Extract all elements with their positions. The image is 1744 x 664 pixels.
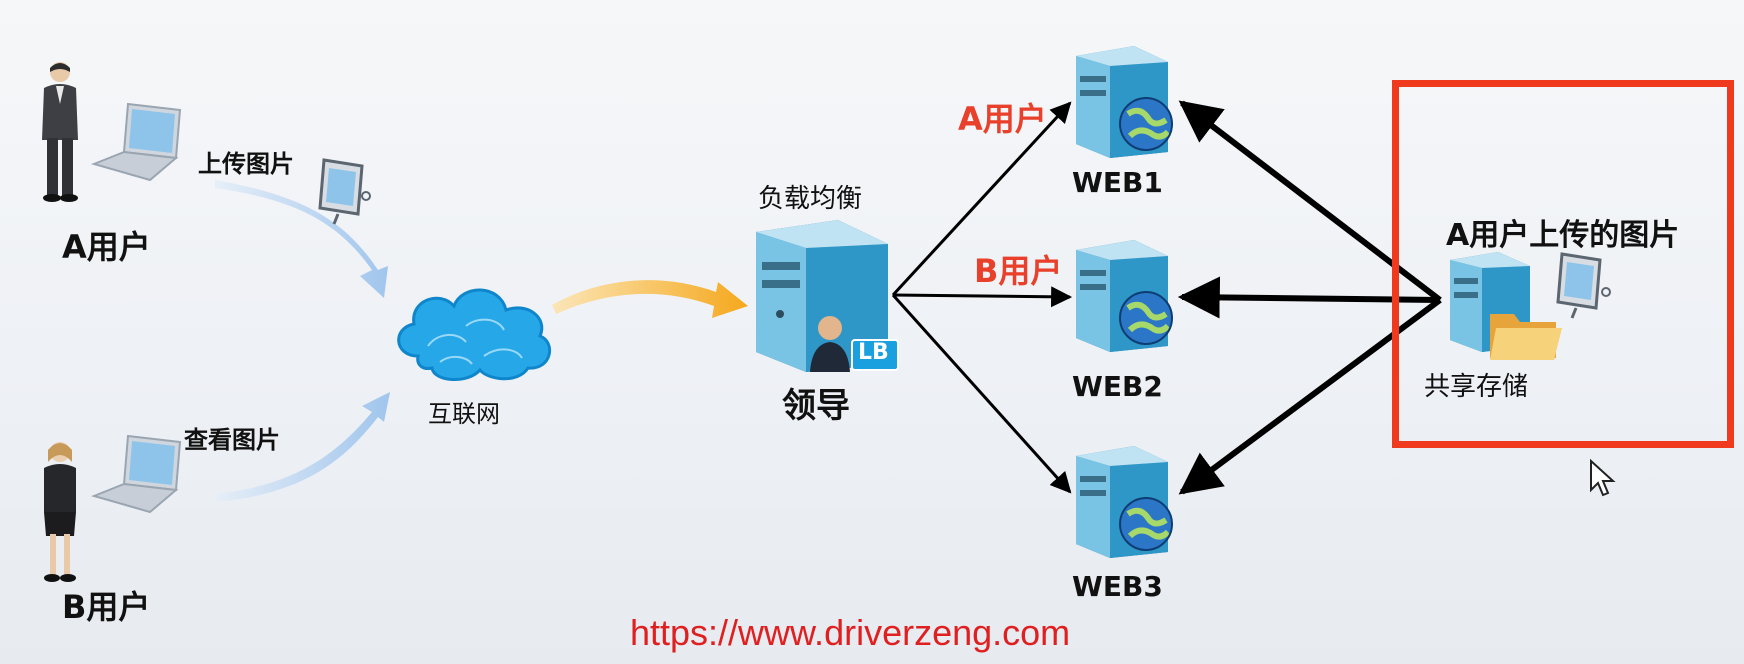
lb-to-web1-line [891,101,1072,297]
leader-avatar-icon [810,316,899,372]
lb-to-web3-line [891,293,1072,494]
web3-server-icon [1076,446,1173,558]
user-a-laptop-icon [90,102,182,182]
folder-icon [1490,314,1562,360]
route-b-user-label: B用户 [974,252,1063,290]
user-b-label: B用户 [62,588,151,626]
web2-label: WEB2 [1072,370,1163,403]
shared-storage-highlight-frame [1392,80,1734,448]
view-arrow [215,392,390,502]
internet-to-lb-arrow [552,280,748,318]
load-balancer-title: 负载均衡 [758,184,863,214]
load-balancer-server-icon [756,220,888,372]
lb-badge: LB [858,340,889,365]
user-a-person-icon [42,62,78,202]
picture-icon [318,158,371,225]
web1-server-icon [1076,46,1173,158]
lb-to-web2-line [892,286,1073,308]
route-a-user-label: A用户 [958,100,1047,138]
user-b-laptop-icon [90,434,182,514]
web2-server-icon [1076,240,1173,352]
shared-storage-title: A用户上传的图片 [1446,218,1680,253]
uploaded-picture-icon [1556,252,1611,319]
view-picture-label: 查看图片 [184,426,280,454]
leader-label: 领导 [782,386,850,426]
watermark-url: https://www.driverzeng.com [630,612,1071,653]
web1-label: WEB1 [1072,166,1163,199]
user-a-label: A用户 [62,228,151,266]
mouse-cursor-icon [1590,458,1616,497]
user-b-person-icon [44,442,76,582]
upload-picture-label: 上传图片 [198,150,294,178]
web3-label: WEB3 [1072,570,1163,603]
internet-cloud-icon [397,288,551,382]
internet-label: 互联网 [428,400,500,428]
shared-storage-label: 共享存储 [1424,372,1529,402]
